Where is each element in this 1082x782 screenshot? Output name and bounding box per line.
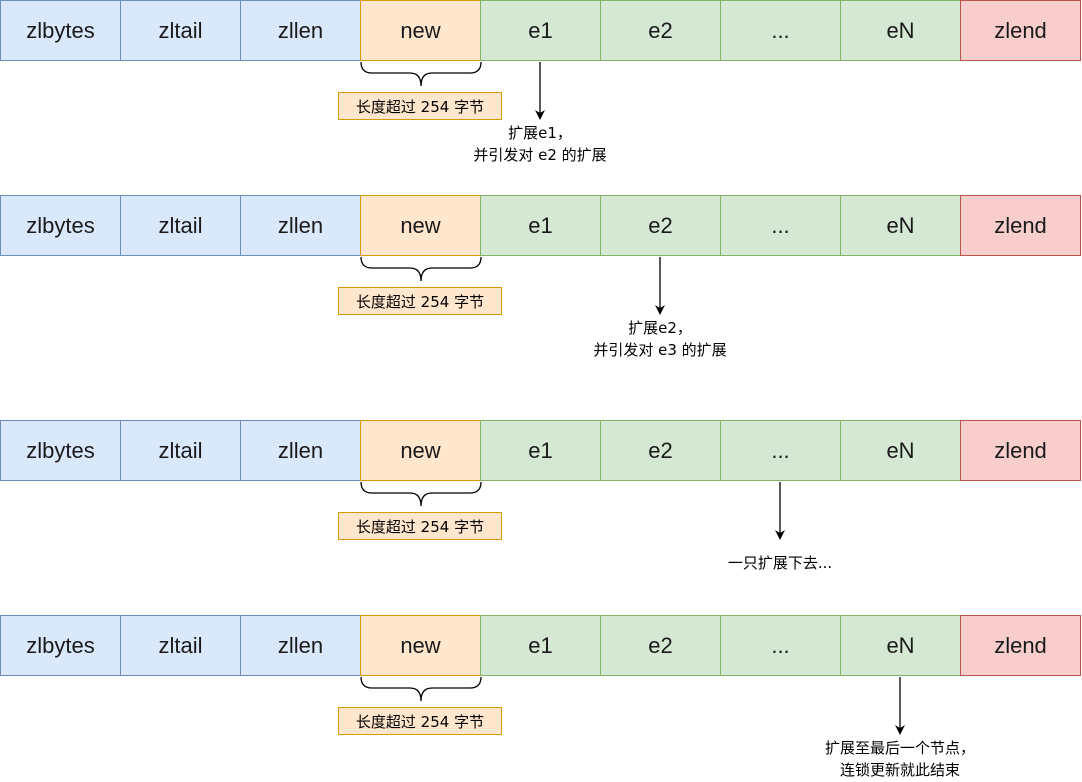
note-line-1: 一只扩展下去... [727, 554, 833, 572]
cell-zlbytes: zlbytes [0, 0, 121, 61]
note-line-1: 扩展e1， [508, 124, 572, 142]
length-tag: 长度超过 254 字节 [338, 707, 502, 735]
cell-e2: e2 [600, 0, 721, 61]
note-line-1: 扩展e2， [628, 319, 692, 337]
cell-new: new [360, 195, 481, 256]
expansion-note: 一只扩展下去... [680, 552, 880, 574]
cell-zllen: zllen [240, 420, 361, 481]
cell-zllen: zllen [240, 195, 361, 256]
cell-zlbytes: zlbytes [0, 615, 121, 676]
expansion-note: 扩展至最后一个节点， 连锁更新就此结束 [790, 737, 1010, 781]
note-line-2: 并引发对 e2 的扩展 [473, 146, 607, 164]
cell-zlend: zlend [960, 195, 1081, 256]
cell-zlbytes: zlbytes [0, 195, 121, 256]
note-line-1: 扩展至最后一个节点， [824, 739, 975, 757]
brace-row-2 [360, 256, 482, 282]
cell-zltail: zltail [120, 195, 241, 256]
cell-e2: e2 [600, 420, 721, 481]
cell-zlbytes: zlbytes [0, 420, 121, 481]
cell-zltail: zltail [120, 420, 241, 481]
cell-ellipsis: ... [720, 195, 841, 256]
cell-e2: e2 [600, 615, 721, 676]
cell-zlend: zlend [960, 420, 1081, 481]
brace-row-1 [360, 61, 482, 87]
expansion-note: 扩展e1， 并引发对 e2 的扩展 [440, 122, 640, 166]
cell-e1: e1 [480, 420, 601, 481]
note-line-2: 连锁更新就此结束 [839, 761, 960, 779]
cell-e1: e1 [480, 0, 601, 61]
cell-zltail: zltail [120, 0, 241, 61]
cell-zlend: zlend [960, 0, 1081, 61]
cell-ellipsis: ... [720, 0, 841, 61]
cell-new: new [360, 0, 481, 61]
cell-zllen: zllen [240, 0, 361, 61]
brace-row-3 [360, 481, 482, 507]
cell-eN: eN [840, 615, 961, 676]
cell-zllen: zllen [240, 615, 361, 676]
cell-e2: e2 [600, 195, 721, 256]
brace-row-4 [360, 676, 482, 702]
cell-ellipsis: ... [720, 420, 841, 481]
cell-new: new [360, 420, 481, 481]
note-line-2: 并引发对 e3 的扩展 [593, 341, 727, 359]
expansion-note: 扩展e2， 并引发对 e3 的扩展 [560, 317, 760, 361]
cell-e1: e1 [480, 195, 601, 256]
cell-eN: eN [840, 195, 961, 256]
length-tag: 长度超过 254 字节 [338, 92, 502, 120]
length-tag: 长度超过 254 字节 [338, 287, 502, 315]
cell-zlend: zlend [960, 615, 1081, 676]
length-tag: 长度超过 254 字节 [338, 512, 502, 540]
cell-eN: eN [840, 420, 961, 481]
cell-eN: eN [840, 0, 961, 61]
cell-ellipsis: ... [720, 615, 841, 676]
cell-zltail: zltail [120, 615, 241, 676]
